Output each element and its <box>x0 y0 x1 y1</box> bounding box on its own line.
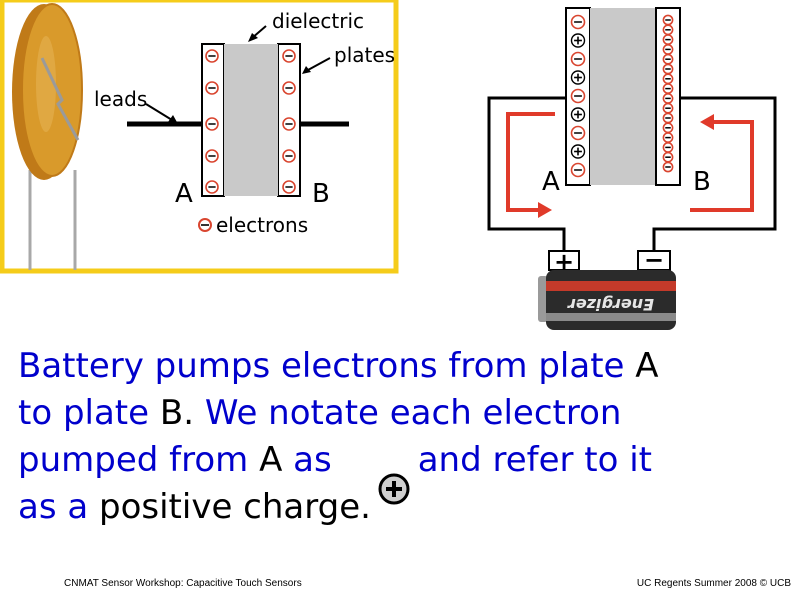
arrow-icon <box>506 112 555 218</box>
plate-a-label: A <box>175 179 193 209</box>
positive-charge-icon <box>378 473 410 505</box>
electron-icon <box>662 44 674 55</box>
wire-to-minus-terminal <box>652 96 777 258</box>
electron-icon <box>570 162 586 178</box>
positive-charge-icon <box>570 33 586 48</box>
explanation-line-2: to plate B. We notate each electron <box>18 393 622 433</box>
dielectric-slab <box>590 8 656 185</box>
arrow-icon <box>690 114 754 212</box>
footer-left: CNMAT Sensor Workshop: Capacitive Touch … <box>64 578 302 589</box>
electron-icon <box>662 161 674 173</box>
electron-icon <box>205 117 219 131</box>
battery-plus-label: + <box>554 248 574 276</box>
electron-icon <box>282 149 296 163</box>
positive-charge-icon <box>570 107 586 122</box>
electron-icon <box>662 34 674 45</box>
positive-charge-icon <box>570 70 586 85</box>
electron-icon <box>282 49 296 63</box>
plate-b-label: B <box>312 179 330 209</box>
electron-icon <box>662 53 674 65</box>
leads-label: leads <box>94 87 147 111</box>
explanation-line-4: as a positive charge. <box>18 487 371 527</box>
electrons-label: electrons <box>216 213 308 237</box>
explanation-line-1: Battery pumps electrons from plate A <box>18 346 659 386</box>
leads-pointer-arrow <box>145 103 173 121</box>
plate-a-label: A <box>542 167 560 197</box>
left-plate-electrons <box>205 49 296 194</box>
electron-icon <box>662 122 674 134</box>
electron-icon <box>205 81 219 95</box>
electron-icon <box>662 63 674 75</box>
electron-icon <box>205 149 219 163</box>
plate-b-electrons <box>662 14 674 173</box>
right-capacitor-circuit: A B Energizer + − <box>487 7 777 330</box>
electron-icon <box>662 151 674 163</box>
left-capacitor-diagram: dielectric plates leads A B electrons <box>0 0 399 274</box>
electron-icon <box>662 93 674 104</box>
battery-brand-label: Energizer <box>567 295 654 314</box>
battery-icon: Energizer <box>538 250 676 330</box>
electron-icon <box>662 14 674 26</box>
electron-icon <box>282 180 296 194</box>
electron-icon <box>662 132 674 143</box>
electron-icon <box>570 14 586 30</box>
battery-minus-label: − <box>644 246 664 274</box>
electron-icon <box>570 88 586 104</box>
dielectric-slab <box>224 44 278 196</box>
electron-icon <box>662 24 674 36</box>
electron-icon <box>570 51 586 67</box>
electron-icon <box>662 112 674 124</box>
disc-capacitor-icon <box>12 3 83 270</box>
plates-pointer-arrow <box>307 57 331 71</box>
electron-icon <box>662 141 674 153</box>
electron-icon <box>282 81 296 95</box>
electron-legend-icon <box>198 218 212 232</box>
electron-icon <box>205 49 219 63</box>
explanation-text: Battery pumps electrons from plate A to … <box>18 343 778 531</box>
electron-icon <box>282 117 296 131</box>
dielectric-label: dielectric <box>272 9 364 33</box>
electron-icon <box>205 180 219 194</box>
electron-icon <box>662 73 674 85</box>
plate-b-label: B <box>693 167 711 197</box>
plates-label: plates <box>334 43 395 67</box>
electron-icon <box>570 125 586 141</box>
positive-charge-icon <box>570 144 586 159</box>
electron-icon <box>662 83 674 94</box>
electron-icon <box>662 102 674 114</box>
plate-a-charges <box>570 14 586 178</box>
wire-to-plus-terminal <box>487 96 566 258</box>
footer-right: UC Regents Summer 2008 © UCB <box>636 578 791 589</box>
